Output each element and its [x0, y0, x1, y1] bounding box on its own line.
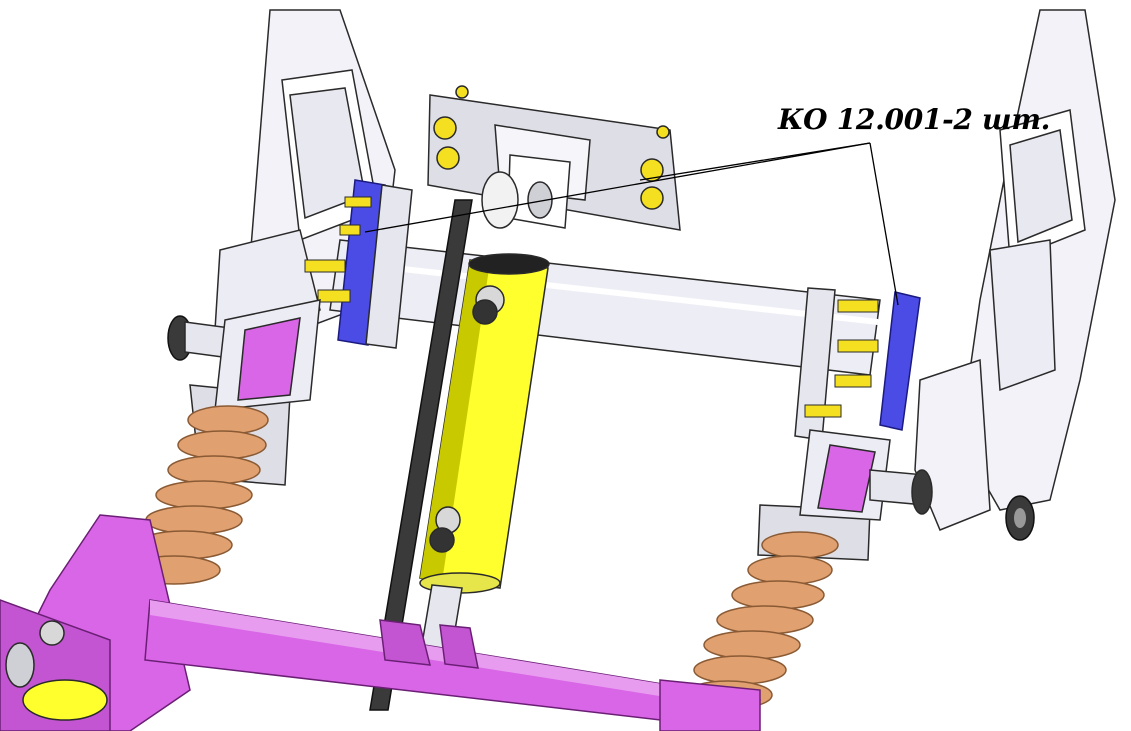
- right-linkage-arm: [914, 9, 1116, 531]
- leader-lines: [364, 142, 899, 306]
- part-callout-label: КО 12.001-2 шт.: [778, 103, 1051, 136]
- right-highlighted-plate: [794, 287, 921, 441]
- cross-shaft: [329, 239, 881, 376]
- left-plate-bolts: [304, 196, 372, 303]
- frame-pin: [5, 620, 108, 721]
- hydraulic-cylinder: [419, 253, 550, 661]
- top-mounting-bracket: [427, 85, 681, 231]
- dark-strap: [369, 199, 473, 711]
- left-coil-spring: [127, 405, 269, 585]
- right-coil-spring: [683, 531, 839, 710]
- right-plate-bolts: [804, 299, 879, 418]
- right-arm-pivot: [1005, 495, 1035, 541]
